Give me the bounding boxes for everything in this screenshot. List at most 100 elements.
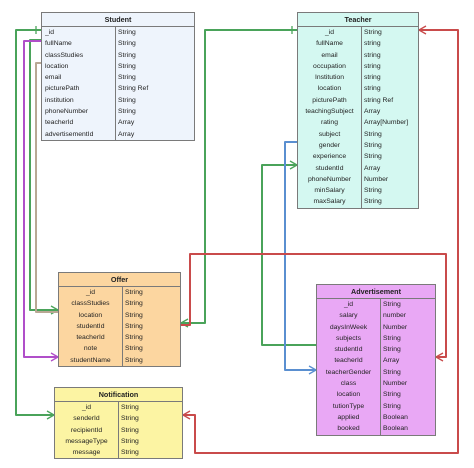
gender-connector: [284, 141, 316, 371]
field-type: Number: [380, 321, 407, 333]
field-name: email: [45, 74, 62, 82]
field-name: location: [78, 311, 103, 319]
field-name: studentId: [334, 346, 363, 354]
teacher-entity-title: Teacher: [298, 13, 418, 27]
field-name: experience: [312, 153, 347, 161]
field-name: location: [336, 391, 361, 399]
field-type: String: [380, 332, 401, 345]
many-marker: [50, 352, 59, 362]
field-type: String: [122, 343, 143, 355]
field-type: String: [122, 309, 143, 321]
field-name: subjects: [336, 334, 361, 342]
many-marker: [435, 352, 444, 362]
field-name: picturePath: [312, 96, 347, 104]
field-type: String: [115, 27, 136, 39]
field-type: Array: [361, 106, 380, 118]
field-name: senderId: [73, 415, 100, 423]
field-type: String: [115, 94, 136, 107]
field-type: String: [380, 366, 401, 379]
field-type: String: [380, 389, 401, 401]
field-type: String Ref: [115, 83, 148, 95]
teacher-notification-connector: [183, 29, 459, 454]
many-marker: [308, 365, 317, 375]
field-type: String: [118, 424, 139, 436]
field-name: location: [45, 62, 69, 70]
many-marker: [418, 25, 427, 35]
field-type: String: [380, 344, 401, 356]
field-type: String: [361, 185, 382, 197]
field-name: _id: [324, 29, 335, 36]
field-name: class: [340, 380, 357, 388]
offer-field-row: location String: [59, 309, 180, 321]
field-name: tutionType: [332, 402, 365, 410]
field-type: String: [380, 299, 401, 311]
field-name: _id: [81, 404, 92, 411]
field-type: String: [115, 106, 136, 118]
field-type: String: [115, 38, 136, 50]
teacher-field-row: gender String: [298, 139, 418, 152]
field-name: Institution: [314, 74, 345, 82]
many-marker: [46, 410, 55, 420]
field-name: booked: [337, 425, 360, 433]
field-name: teacherId: [76, 334, 105, 342]
field-name: studentName: [70, 356, 111, 364]
advertisement-field-row: location String: [317, 389, 435, 401]
offer-field-row: note String: [59, 343, 180, 355]
field-type: String: [118, 413, 139, 425]
teacher-offer-connector: [181, 29, 297, 324]
field-type: Array[Number]: [361, 117, 408, 129]
field-name: note: [83, 345, 98, 353]
field-name: location: [317, 85, 342, 93]
field-name: subject: [318, 130, 341, 138]
field-name: message: [72, 449, 101, 457]
field-type: String: [122, 354, 143, 367]
field-name: studentId: [315, 164, 344, 172]
field-type: String: [361, 139, 382, 152]
offer-field-row: studentName String: [59, 354, 180, 367]
student-entity-title: Student: [42, 13, 194, 27]
field-type: Array: [361, 162, 380, 174]
field-name: phoneNumber: [307, 175, 352, 183]
field-name: _id: [343, 301, 354, 308]
offer-entity-title: Offer: [59, 273, 180, 287]
field-name: minSalary: [314, 187, 345, 195]
teacher-field-row: subject String: [298, 128, 418, 140]
field-name: classStudies: [45, 51, 84, 59]
field-type: Array: [115, 128, 134, 140]
field-type: String: [361, 128, 382, 140]
field-type: Number: [380, 378, 407, 390]
field-type: String: [115, 60, 136, 73]
advertisement-field-row: subjects String: [317, 332, 435, 345]
field-name: teacherId: [45, 119, 74, 127]
field-type: string: [361, 38, 381, 50]
field-name: email: [321, 51, 338, 59]
field-name: gender: [318, 141, 341, 149]
